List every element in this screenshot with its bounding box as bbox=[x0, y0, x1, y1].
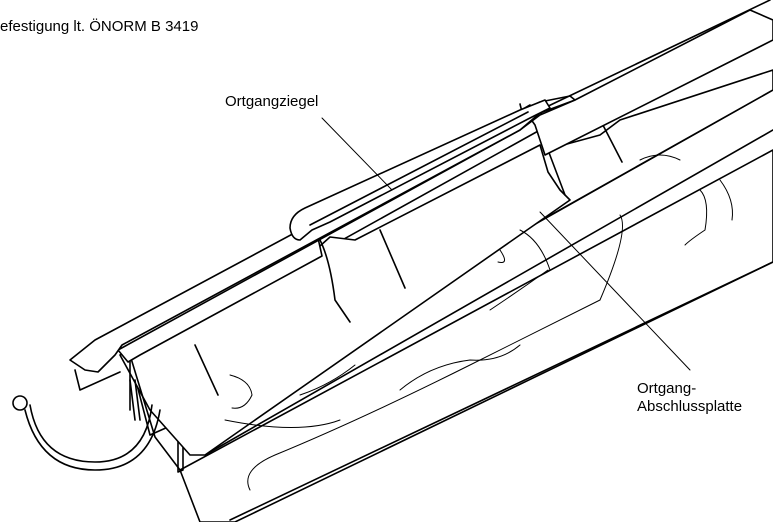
leader-line-abschlussplatte bbox=[539, 211, 691, 371]
label-line-1: Ortgang- bbox=[637, 380, 697, 397]
rain-gutter bbox=[12, 379, 161, 471]
label-line-2: Abschlussplatte bbox=[637, 398, 743, 415]
label-ortgangziegel: Ortgangziegel bbox=[225, 93, 319, 110]
diagram-title: Befestigung lt. ÖNORM B 3419 bbox=[0, 18, 199, 35]
wood-grain bbox=[224, 154, 733, 491]
label-ortgang-abschlussplatte: Ortgang- Abschlussplatte bbox=[637, 380, 742, 416]
verge-tile bbox=[289, 99, 551, 241]
leader-line-ortgangziegel bbox=[321, 117, 393, 191]
roof-tiles bbox=[119, 69, 773, 471]
